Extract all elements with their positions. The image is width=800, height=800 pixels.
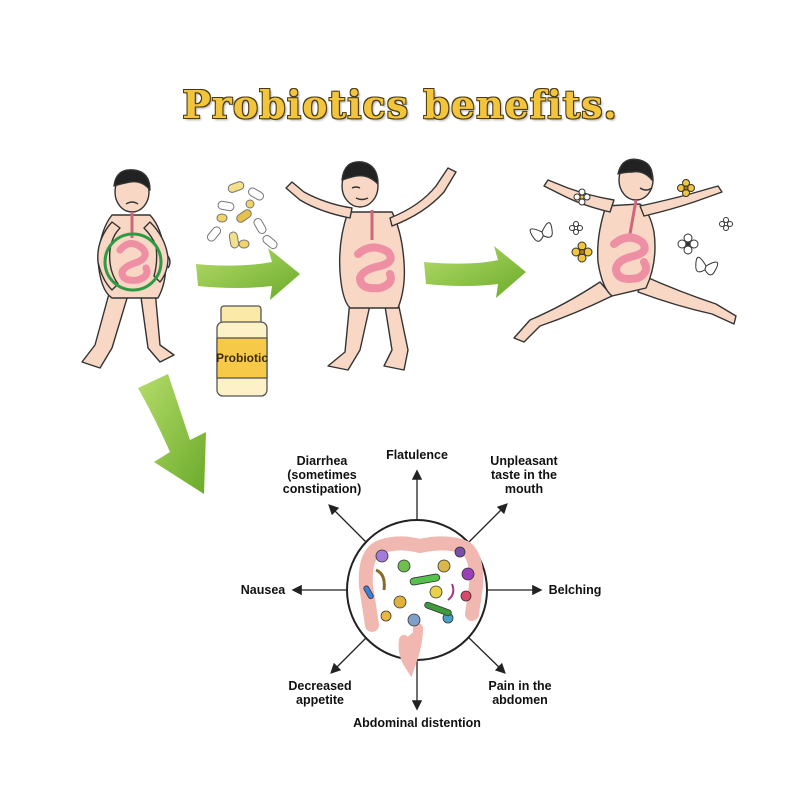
symptom-arrows	[291, 469, 543, 711]
gut-bacteria-circle	[346, 519, 488, 678]
butterfly-icon	[529, 222, 553, 242]
flower-icon	[719, 217, 733, 231]
green-arrow-down	[138, 374, 206, 494]
symptom-nausea: Nausea	[240, 583, 286, 597]
symptom-unpleasant-taste: Unpleasant taste in the mouth	[490, 454, 558, 496]
probiotic-bottle	[216, 305, 268, 397]
flower-icon	[571, 241, 593, 263]
symptom-pain-abdomen: Pain in the abdomen	[488, 679, 552, 707]
flower-icon	[573, 188, 591, 206]
flowers-butterflies	[529, 179, 733, 276]
green-arrow-right-1	[196, 248, 300, 300]
relieved-person-figure	[285, 161, 457, 371]
symptom-abdominal-distention: Abdominal distention	[353, 716, 481, 730]
page-title: Probiotics benefits.	[182, 82, 618, 127]
happy-person-figure	[513, 158, 737, 343]
flower-icon	[569, 221, 583, 235]
sick-person-figure	[81, 169, 175, 369]
pills-cluster	[206, 181, 278, 250]
symptom-belching: Belching	[548, 583, 602, 597]
green-arrow-right-2	[424, 246, 526, 298]
bottle-label: Probiotic	[216, 351, 268, 365]
symptom-decreased-appetite: Decreased appetite	[288, 679, 352, 707]
flower-icon	[677, 179, 695, 197]
symptom-flatulence: Flatulence	[386, 448, 448, 462]
butterfly-icon	[695, 256, 719, 276]
symptom-diarrhea: Diarrhea (sometimes constipation)	[282, 454, 362, 496]
flower-icon	[677, 233, 699, 255]
